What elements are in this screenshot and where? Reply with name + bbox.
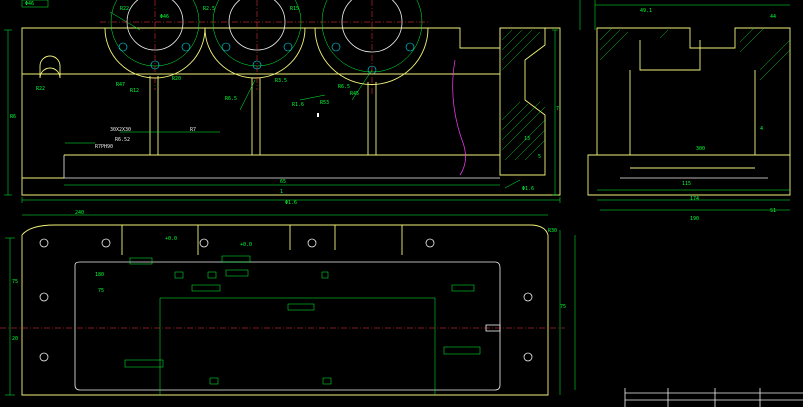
dim-label: 5 [538, 154, 541, 160]
dim-label: R2.5 [203, 6, 215, 12]
dim-label: R47 [116, 82, 125, 88]
dim-label: 7 [556, 106, 559, 112]
plan-dim: 180 [95, 272, 104, 278]
dim-label: R22 [36, 86, 45, 92]
note-label: R6.52 [115, 137, 130, 143]
note-label: 30X2X30 [110, 127, 131, 133]
dim-label: 65 [280, 179, 286, 185]
side-dim: S1 [770, 208, 776, 214]
plan-view: 240 180 R30 75 75 20 75 +0.0 +0.0 [0, 210, 576, 396]
dim-label: R22 [120, 6, 129, 12]
title-block [624, 388, 803, 407]
dim-label: R53 [320, 100, 329, 106]
plan-dim: +0.0 [165, 236, 177, 242]
plan-dim: 240 [75, 210, 84, 216]
svg-text:174: 174 [690, 196, 699, 202]
plan-dim: 75 [560, 304, 566, 310]
front-view: Φ46 R22 Φ46 R2.5 R12 R6.5 R47 R6.5 R45 R… [4, 0, 561, 206]
dim-label: R6.5 [225, 96, 237, 102]
dim-label: Φ1.6 [285, 200, 297, 206]
svg-text:300: 300 [696, 146, 705, 152]
svg-text:190: 190 [690, 216, 699, 222]
plan-dim: 75 [98, 288, 104, 294]
plan-dim: 75 [12, 279, 18, 285]
note-label: R7 [190, 127, 196, 133]
dim-label: R15 [290, 6, 299, 12]
plan-dim: 20 [12, 336, 18, 342]
note-label: R7PH90 [95, 144, 113, 150]
dim-label: R3.5 [275, 78, 287, 84]
dim-label: R12 [130, 88, 139, 94]
side-dim: 4 [760, 126, 763, 132]
svg-text:115: 115 [682, 181, 691, 187]
side-view: 49.1 44 4 115 174 190 S1 300 [579, 0, 791, 222]
dim-label: R6 [10, 114, 16, 120]
svg-text:49.1: 49.1 [640, 8, 652, 14]
dim-label: R45 [350, 91, 359, 97]
dim-label: 13 [524, 136, 530, 142]
dim-label: 1 [280, 189, 283, 195]
plan-dim: R30 [548, 228, 557, 234]
dim-label: R20 [172, 76, 181, 82]
dim-label: Φ46 [160, 14, 169, 20]
plan-dim: +0.0 [240, 242, 252, 248]
dim-label: Φ1.6 [522, 186, 534, 192]
front-view-title-mark: Φ46 [25, 1, 34, 7]
chamfer-label: R1.6 [292, 102, 304, 108]
svg-text:44: 44 [770, 14, 776, 20]
dim-label: R6.5 [338, 84, 350, 90]
